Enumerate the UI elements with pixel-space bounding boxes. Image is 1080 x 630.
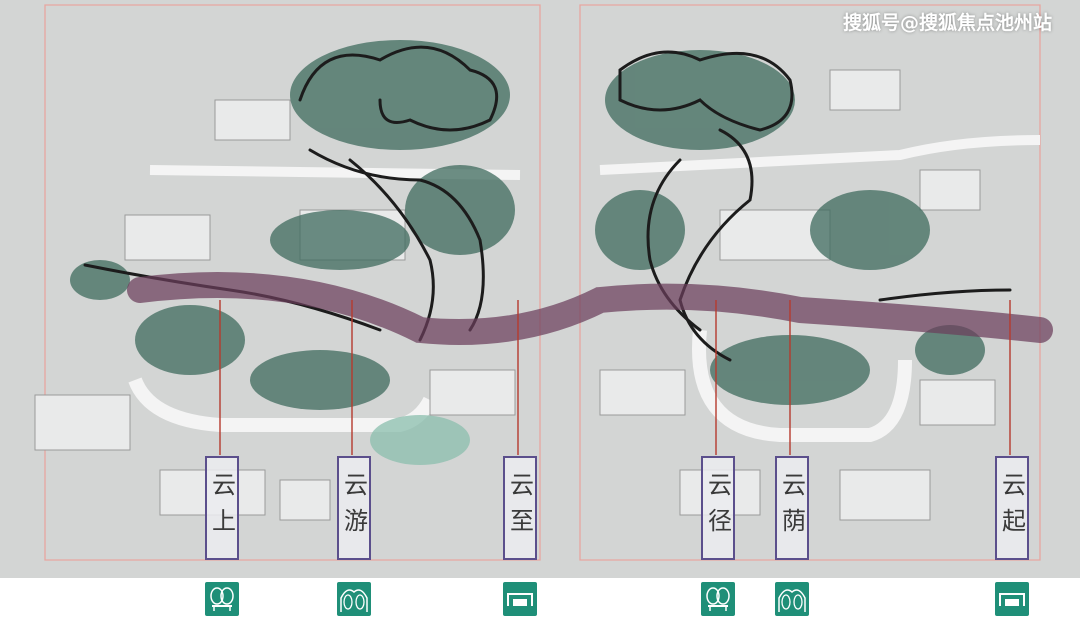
watermark-text: 搜狐号@搜狐焦点池州站: [842, 12, 1052, 34]
zone-label-yun-you: 云游: [337, 456, 371, 560]
zone-label-yun-qi: 云起: [995, 456, 1029, 560]
landscape-site-plan: [0, 0, 1080, 578]
right-top-road: [599, 135, 1041, 175]
tree-bench-icon: [701, 582, 735, 616]
zone-label-yun-jing: 云径: [701, 456, 735, 560]
right-block-outline: [579, 4, 1041, 561]
left-block-outline: [44, 4, 541, 561]
canopy-cluster: [270, 210, 410, 270]
ink-branch: [348, 158, 435, 342]
ink-branch: [646, 158, 702, 332]
building: [599, 369, 686, 416]
zone-label-yun-shang: 云上: [205, 456, 239, 560]
canopy-cluster: [915, 325, 985, 375]
buildings: [34, 69, 996, 521]
right-road-loop: [692, 329, 912, 442]
building: [429, 369, 516, 416]
building: [214, 99, 291, 141]
arch-trees-icon: [337, 582, 371, 616]
gate-icon: [503, 582, 537, 616]
building: [919, 379, 996, 426]
building: [124, 214, 211, 261]
building: [34, 394, 131, 451]
zone-label-yun-yin: 云荫: [775, 456, 809, 560]
arch-trees-icon: [775, 582, 809, 616]
building: [829, 69, 901, 111]
building: [839, 469, 931, 521]
canopy-cluster: [135, 305, 245, 375]
canopy-cluster: [290, 40, 510, 150]
canopy-cluster: [370, 415, 470, 465]
legend-icon-row: [0, 578, 1080, 630]
zone-label-yun-zhi: 云至: [503, 456, 537, 560]
canopy-cluster: [70, 260, 130, 300]
canopy-cluster: [810, 190, 930, 270]
canopy-cluster: [405, 165, 515, 255]
ink-branch: [878, 288, 1012, 302]
gate-icon: [995, 582, 1029, 616]
ink-branch: [308, 148, 485, 332]
tree-bench-icon: [205, 582, 239, 616]
purple-cloud-path: [127, 272, 1053, 345]
ink-cloud-left: [298, 45, 499, 132]
canopy-cluster: [595, 190, 685, 270]
ink-cloud-right: [618, 50, 794, 132]
building: [919, 169, 981, 211]
building: [279, 479, 331, 521]
tree-canopies: [70, 40, 985, 465]
canopy-cluster: [250, 350, 390, 410]
zone-marker-lines: [219, 300, 1011, 455]
ink-branch: [678, 128, 754, 362]
